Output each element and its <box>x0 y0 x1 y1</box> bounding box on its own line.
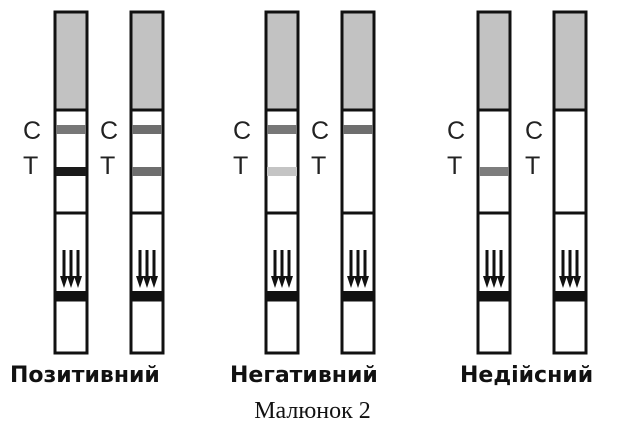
positive-label: Позитивний <box>10 363 160 388</box>
strip-5-arrow-1-head <box>483 276 491 288</box>
strip-3-control-line <box>267 125 297 134</box>
strip-2-arrow-2-head <box>143 276 151 288</box>
strip-6-control-label: C <box>525 117 543 145</box>
strip-6-arrow-1-head <box>559 276 567 288</box>
strip-4-arrow-1-head <box>347 276 355 288</box>
strip-1-control-line <box>56 125 86 134</box>
strip-3 <box>264 10 300 355</box>
strip-1 <box>53 10 89 355</box>
strip-5 <box>476 10 512 355</box>
strip-4-max-line <box>343 291 373 300</box>
strip-1-arrow-1-head <box>60 276 68 288</box>
strip-5-test-label: T <box>447 152 462 180</box>
strip-2-arrow-1-head <box>136 276 144 288</box>
strip-4-control-line <box>343 125 373 134</box>
strip-2-cap <box>130 12 164 110</box>
strip-3-test-line <box>267 167 297 176</box>
strip-1-arrow-3-head <box>74 276 82 288</box>
figure-caption: Малюнок 2 <box>254 398 371 424</box>
strip-6-max-line <box>555 291 585 300</box>
strip-3-cap <box>265 12 299 110</box>
strip-4 <box>340 10 376 355</box>
strip-6-arrow-3-head <box>573 276 581 288</box>
strip-3-arrow-1-head <box>271 276 279 288</box>
strip-3-control-label: C <box>233 117 251 145</box>
strip-1-control-label: C <box>23 117 41 145</box>
strip-3-max-line <box>267 291 297 300</box>
strip-1-test-line <box>56 167 86 176</box>
strip-3-arrow-3-head <box>285 276 293 288</box>
strip-6-cap <box>553 12 587 110</box>
strip-4-test-label: T <box>311 152 326 180</box>
strip-3-arrow-2-head <box>278 276 286 288</box>
strip-5-cap <box>477 12 511 110</box>
strip-4-control-label: C <box>311 117 329 145</box>
strip-1-arrow-2-head <box>67 276 75 288</box>
strip-3-test-label: T <box>233 152 248 180</box>
strip-4-cap <box>341 12 375 110</box>
strip-6-test-label: T <box>525 152 540 180</box>
strip-4-arrow-3-head <box>361 276 369 288</box>
strip-5-arrow-2-head <box>490 276 498 288</box>
strip-5-max-line <box>479 291 509 300</box>
strip-2-max-line <box>132 291 162 300</box>
strip-1-cap <box>54 12 88 110</box>
strip-2-test-label: T <box>100 152 115 180</box>
strip-4-arrow-2-head <box>354 276 362 288</box>
strip-2-control-label: C <box>100 117 118 145</box>
strip-2-arrow-3-head <box>150 276 158 288</box>
strip-2 <box>129 10 165 355</box>
strip-1-test-label: T <box>23 152 38 180</box>
strip-5-test-line <box>479 167 509 176</box>
strip-6-arrow-2-head <box>566 276 574 288</box>
invalid-label: Недійсний <box>460 363 594 388</box>
strip-1-max-line <box>56 291 86 300</box>
strip-2-test-line <box>132 167 162 176</box>
strip-6 <box>552 10 588 355</box>
strip-2-control-line <box>132 125 162 134</box>
negative-label: Негативний <box>230 363 378 388</box>
strip-5-arrow-3-head <box>497 276 505 288</box>
strip-5-control-label: C <box>447 117 465 145</box>
